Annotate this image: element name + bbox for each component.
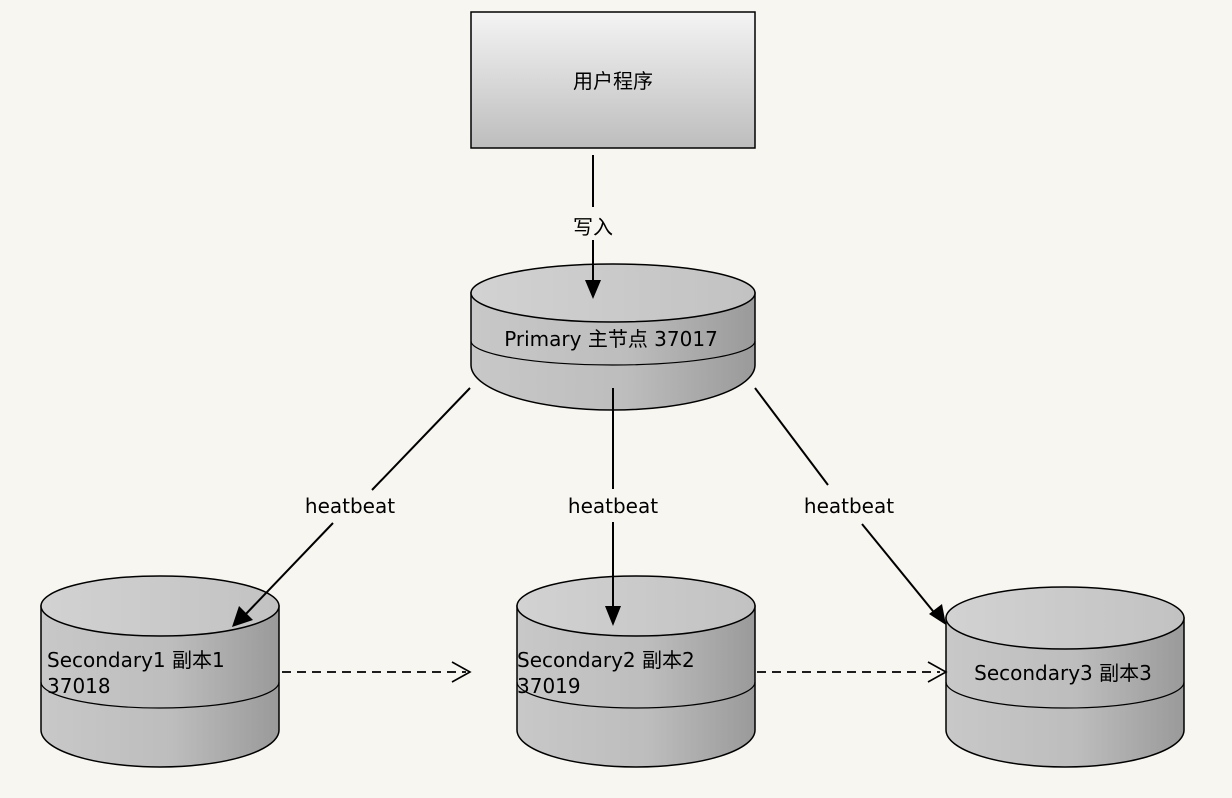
heartbeat-edge-secondary1: heatbeat — [232, 387, 471, 627]
heartbeat3-arrowhead — [929, 604, 946, 625]
write-arrowhead — [585, 280, 601, 299]
secondary1-label-line2: 37018 — [47, 674, 111, 698]
secondary3-label: Secondary3 副本3 — [974, 661, 1152, 685]
heartbeat1-label: heatbeat — [305, 494, 395, 518]
heartbeat1-arrowhead — [232, 606, 253, 627]
heartbeat-edge-secondary2: heatbeat — [568, 388, 658, 626]
primary-node: Primary 主节点 37017 — [470, 263, 756, 411]
write-edge-label: 写入 — [573, 215, 613, 239]
user-program-node: 用户程序 — [470, 11, 756, 149]
secondary1-node: Secondary1 副本1 37018 — [40, 575, 280, 768]
primary-label: Primary 主节点 37017 — [504, 327, 718, 351]
secondary1-label-line1: Secondary1 副本1 — [47, 648, 225, 672]
sync-edge-secondary2-to-secondary3 — [757, 661, 948, 683]
heartbeat-edge-secondary3: heatbeat — [754, 387, 946, 625]
heartbeat3-label: heatbeat — [804, 494, 894, 518]
sync-edge-secondary1-to-secondary2 — [282, 661, 472, 683]
heartbeat2-arrowhead — [605, 606, 621, 626]
heartbeat2-label: heatbeat — [568, 494, 658, 518]
secondary2-label-line2: 37019 — [517, 674, 581, 698]
secondary2-node: Secondary2 副本2 37019 — [516, 575, 756, 768]
secondary3-node: Secondary3 副本3 — [945, 586, 1185, 768]
secondary2-label-line1: Secondary2 副本2 — [517, 648, 695, 672]
user-program-label: 用户程序 — [573, 69, 653, 93]
write-edge: 写入 — [573, 155, 613, 299]
